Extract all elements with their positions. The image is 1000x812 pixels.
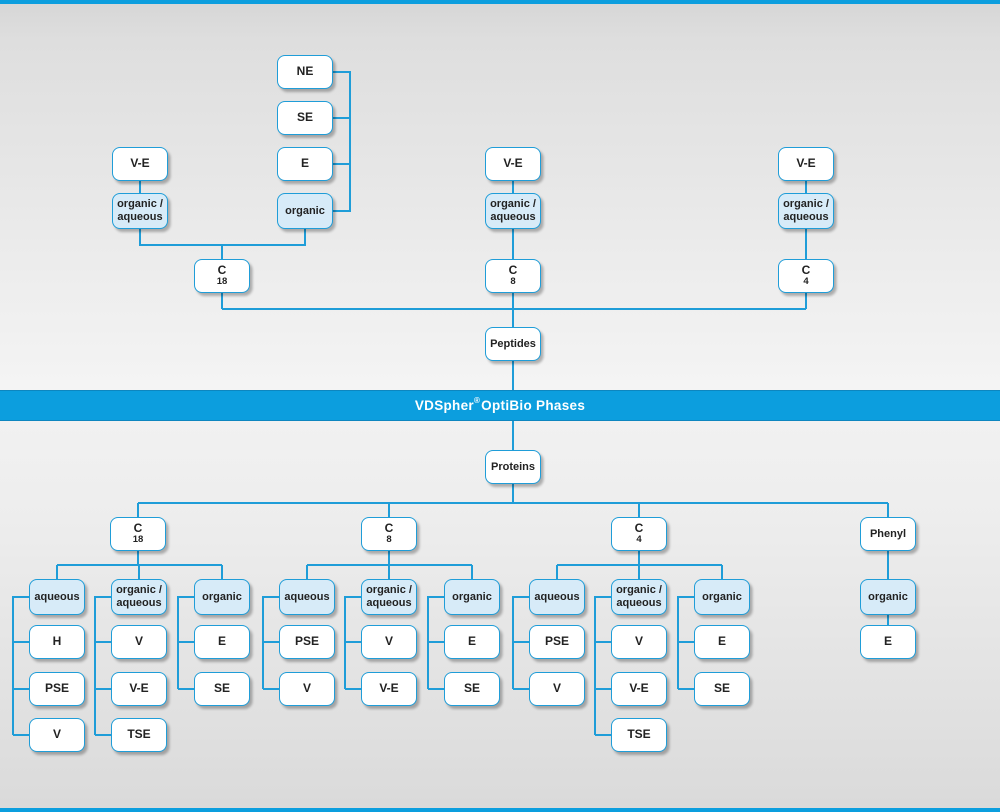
proteins-c18-organic-category: organic bbox=[194, 579, 250, 615]
proteins-c8-aqueous-child-v: V bbox=[279, 672, 335, 706]
proteins-root: Proteins bbox=[485, 450, 541, 484]
peptides-c8-ve: V-E bbox=[485, 147, 541, 181]
category-label-line: organic / bbox=[366, 584, 412, 597]
proteins-c18-organic-aqueous-child-ve: V-E bbox=[111, 672, 167, 706]
peptides-c18-variant-ne: NE bbox=[277, 55, 333, 89]
proteins-c8-organic-category: organic bbox=[444, 579, 500, 615]
category-label-line: aqueous bbox=[117, 211, 163, 223]
peptides-c8-organic-aqueous-category: organic / aqueous bbox=[485, 193, 541, 229]
peptides-root: Peptides bbox=[485, 327, 541, 361]
category-label-line: organic / bbox=[616, 584, 662, 597]
proteins-c18-organic-aqueous-category: organic / aqueous bbox=[111, 579, 167, 615]
proteins-c18-organic-aqueous-child-v: V bbox=[111, 625, 167, 659]
proteins-c18-aqueous-category: aqueous bbox=[29, 579, 85, 615]
proteins-c18-aqueous-child-pse: PSE bbox=[29, 672, 85, 706]
proteins-c18-organic-aqueous-child-tse: TSE bbox=[111, 718, 167, 752]
peptides-c4-ve: V-E bbox=[778, 147, 834, 181]
proteins-c8-organic-aqueous-category: organic / aqueous bbox=[361, 579, 417, 615]
proteins-phenyl-phase: Phenyl bbox=[860, 517, 916, 551]
peptides-c18-organic-aqueous-category: organic / aqueous bbox=[112, 193, 168, 229]
category-label-line: aqueous bbox=[366, 597, 412, 609]
proteins-c8-organic-child-e: E bbox=[444, 625, 500, 659]
category-label-line: organic / bbox=[490, 198, 536, 211]
category-label-line: organic / bbox=[783, 198, 829, 211]
banner-title: VDSpher® OptiBio Phases bbox=[0, 390, 1000, 421]
category-label-line: organic / bbox=[116, 584, 162, 597]
banner-brand: VDSpher bbox=[414, 398, 474, 413]
category-label-line: aqueous bbox=[783, 211, 829, 223]
category-label-line: aqueous bbox=[490, 211, 536, 223]
proteins-c4-organic-child-se: SE bbox=[694, 672, 750, 706]
proteins-c4-organic-aqueous-category: organic / aqueous bbox=[611, 579, 667, 615]
proteins-c18-organic-child-se: SE bbox=[194, 672, 250, 706]
proteins-c4-aqueous-child-v: V bbox=[529, 672, 585, 706]
registered-trademark-icon: ® bbox=[473, 396, 481, 405]
proteins-phenyl-organic-category: organic bbox=[860, 579, 916, 615]
proteins-c18-organic-child-e: E bbox=[194, 625, 250, 659]
banner-rest: OptiBio Phases bbox=[481, 398, 586, 413]
top-accent-bar bbox=[0, 0, 1000, 4]
proteins-c4-organic-aqueous-child-ve: V-E bbox=[611, 672, 667, 706]
category-label-line: aqueous bbox=[616, 597, 662, 609]
peptides-c18-organic-category: organic bbox=[277, 193, 333, 229]
category-label-line: organic / bbox=[117, 198, 163, 211]
proteins-phenyl-organic-child-e: E bbox=[860, 625, 916, 659]
peptides-c18-ve: V-E bbox=[112, 147, 168, 181]
bottom-accent-bar bbox=[0, 808, 1000, 812]
peptides-c18-variant-e: E bbox=[277, 147, 333, 181]
category-label-line: aqueous bbox=[116, 597, 162, 609]
proteins-c4-organic-category: organic bbox=[694, 579, 750, 615]
proteins-c8-aqueous-child-pse: PSE bbox=[279, 625, 335, 659]
proteins-c18-aqueous-child-v: V bbox=[29, 718, 85, 752]
proteins-c18-aqueous-child-h: H bbox=[29, 625, 85, 659]
proteins-c8-organic-aqueous-child-ve: V-E bbox=[361, 672, 417, 706]
peptides-c18-variant-se: SE bbox=[277, 101, 333, 135]
proteins-c4-organic-child-e: E bbox=[694, 625, 750, 659]
proteins-c4-aqueous-child-pse: PSE bbox=[529, 625, 585, 659]
proteins-c8-organic-child-se: SE bbox=[444, 672, 500, 706]
peptides-c4-organic-aqueous-category: organic / aqueous bbox=[778, 193, 834, 229]
proteins-c4-organic-aqueous-child-v: V bbox=[611, 625, 667, 659]
proteins-c4-organic-aqueous-child-tse: TSE bbox=[611, 718, 667, 752]
proteins-c4-aqueous-category: aqueous bbox=[529, 579, 585, 615]
proteins-c8-aqueous-category: aqueous bbox=[279, 579, 335, 615]
proteins-c8-organic-aqueous-child-v: V bbox=[361, 625, 417, 659]
